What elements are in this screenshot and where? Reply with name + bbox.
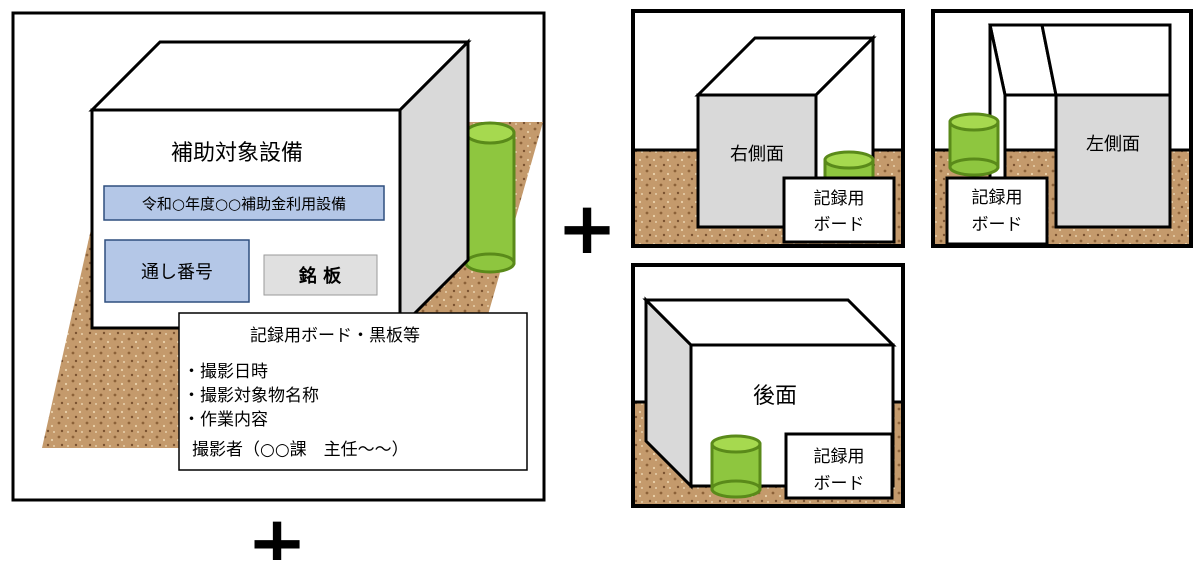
left-side-panel: 左側面 記録用 ボード xyxy=(931,9,1193,248)
nameplate-box xyxy=(263,254,378,296)
back-frame xyxy=(631,263,905,508)
record-board-label: 記録用 xyxy=(814,447,865,467)
main-panel: 補助対象設備 令和○年度○○補助金利用設備 通し番号 銘 板 記録用ボード・黒板… xyxy=(11,11,546,502)
serial-label-box xyxy=(104,239,250,303)
board-item: ・撮影対象物名称 xyxy=(183,386,319,406)
left-side-frame xyxy=(931,9,1193,248)
serial-label: 通し番号 xyxy=(141,262,213,283)
board-item: 撮影者（○○課 主任～～） xyxy=(192,440,409,460)
equipment-title: 補助対象設備 xyxy=(171,141,303,166)
recording-board: 記録用ボード・黒板等 ・撮影日時 ・撮影対象物名称 ・作業内容 撮影者（○○課 … xyxy=(178,312,528,471)
record-board xyxy=(782,176,896,244)
face-label: 右側面 xyxy=(730,144,784,165)
right-side-panel: 右側面 記録用 ボード xyxy=(631,9,905,248)
subsidy-label-box xyxy=(103,185,385,221)
record-board-label: ボード xyxy=(972,215,1023,235)
right-side-frame xyxy=(631,9,905,248)
cylinder-icon xyxy=(710,434,762,499)
plus-sign-right: + xyxy=(557,186,617,270)
board-title: 記録用ボード・黒板等 xyxy=(250,326,420,346)
back-panel: 後面 記録用 ボード xyxy=(631,263,905,508)
box-face xyxy=(1054,93,1172,229)
face-label: 左側面 xyxy=(1086,134,1140,155)
subsidy-label: 令和○年度○○補助金利用設備 xyxy=(142,195,346,213)
record-board-label: ボード xyxy=(814,474,865,494)
record-board xyxy=(945,176,1049,246)
cylinder-icon xyxy=(948,112,1000,177)
record-board-label: ボード xyxy=(814,215,865,235)
nameplate-label: 銘 板 xyxy=(299,265,342,287)
board-item: ・作業内容 xyxy=(183,410,268,430)
board-item: ・撮影日時 xyxy=(183,362,268,382)
cylinder-icon xyxy=(464,121,516,274)
face-label: 後面 xyxy=(753,384,797,409)
record-board-label: 記録用 xyxy=(972,188,1023,208)
record-board xyxy=(784,432,894,500)
record-board-label: 記録用 xyxy=(814,189,865,209)
plus-sign-bottom: + xyxy=(247,500,307,560)
